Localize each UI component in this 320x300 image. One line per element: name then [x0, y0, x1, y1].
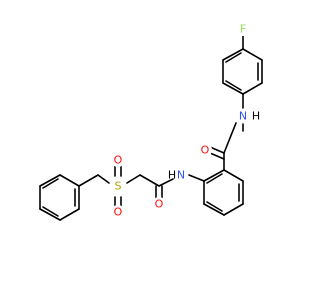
atom-amide-oxygen: O	[198, 143, 212, 157]
svg-text:N: N	[177, 169, 185, 182]
atom-amide-hydrogen: H	[252, 110, 260, 123]
bond	[223, 122, 237, 154]
svg-text:O: O	[114, 206, 123, 219]
svg-text:H: H	[168, 169, 176, 182]
bond	[139, 174, 160, 187]
atom-fluorine: F	[236, 22, 250, 36]
atom-sulfonyl-oxygen-bottom: O	[111, 205, 125, 219]
atom-anilide-nitrogen: N	[174, 168, 188, 182]
bond	[42, 178, 59, 189]
bond	[242, 82, 263, 95]
bond	[158, 178, 174, 187]
atom-sulfonyl-oxygen-top: O	[111, 153, 125, 167]
atom-layer: F N H O N H O S O	[111, 22, 260, 219]
bond	[225, 80, 242, 91]
bond	[206, 173, 223, 184]
bond	[39, 208, 61, 221]
bond	[188, 174, 205, 182]
bond	[223, 169, 244, 182]
svg-text:S: S	[115, 180, 122, 193]
bond	[222, 82, 244, 95]
atom-sulfur: S	[111, 179, 125, 193]
atom-acetyl-oxygen: O	[152, 197, 166, 211]
bond	[206, 201, 223, 212]
atom-anilide-hydrogen: H	[168, 169, 176, 182]
bond	[42, 206, 59, 217]
bond	[39, 174, 61, 187]
svg-text:F: F	[240, 23, 246, 36]
bond	[59, 208, 80, 221]
atom-amide-nitrogen: N	[236, 109, 250, 123]
svg-text:O: O	[201, 144, 210, 157]
bond	[209, 146, 225, 154]
bond	[222, 48, 244, 61]
svg-text:O: O	[155, 198, 164, 211]
bond	[59, 174, 80, 187]
bond	[203, 169, 225, 182]
bond	[225, 52, 242, 63]
bond	[242, 48, 263, 61]
molecule-structure: F N H O N H O S O	[39, 22, 263, 221]
svg-text:N: N	[239, 110, 247, 123]
bond	[97, 174, 110, 184]
bond	[203, 203, 225, 216]
svg-text:H: H	[252, 110, 260, 123]
bond	[223, 203, 244, 216]
bond-layer	[39, 35, 263, 221]
svg-text:O: O	[114, 154, 123, 167]
bond	[126, 174, 141, 184]
bond	[209, 152, 225, 160]
bond	[78, 174, 99, 187]
